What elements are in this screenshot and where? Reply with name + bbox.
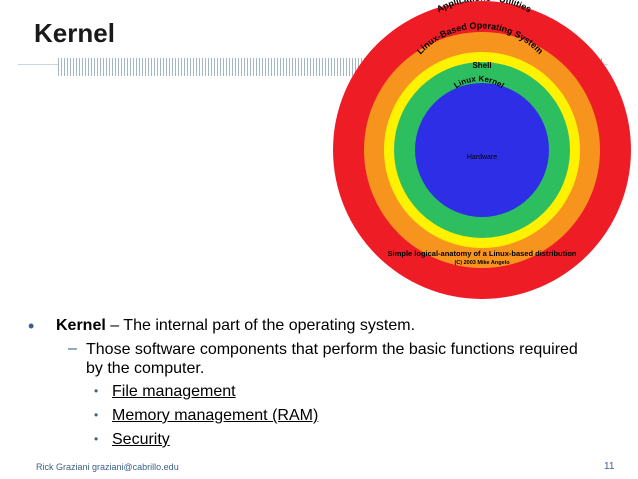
bullet-dot-icon: • bbox=[94, 408, 99, 422]
page-number: 11 bbox=[604, 461, 615, 472]
bullet-kernel-text: Kernel – The internal part of the operat… bbox=[56, 317, 415, 335]
sub-item-label[interactable]: Security bbox=[112, 431, 170, 448]
bullet-software-text: Those software components that perform t… bbox=[86, 341, 578, 377]
bullet-dot-icon: • bbox=[94, 432, 99, 446]
footer-author: Rick Graziani graziani@cabrillo.edu bbox=[36, 462, 179, 472]
bullet-kernel-desc: – The internal part of the operating sys… bbox=[105, 317, 416, 334]
slide-title: Kernel bbox=[34, 18, 115, 48]
sub-item-label[interactable]: File management bbox=[112, 383, 236, 400]
diagram-copyright: (C) 2003 Mike Angelo bbox=[454, 260, 510, 266]
shell-label: Shell bbox=[472, 61, 491, 70]
diagram-caption: Simple logical-anatomy of a Linux-based … bbox=[388, 249, 577, 258]
bullet-dot-icon: • bbox=[28, 316, 35, 336]
bullet-dot-icon: • bbox=[94, 384, 99, 398]
hardware-label: Hardware bbox=[467, 154, 497, 161]
linux-anatomy-diagram: Applications - Utilities Linux-Based Ope… bbox=[333, 0, 631, 299]
dash-icon: – bbox=[68, 340, 77, 357]
sub-item-label[interactable]: Memory management (RAM) bbox=[112, 407, 319, 424]
bullet-kernel-term: Kernel bbox=[56, 317, 106, 334]
hardware-core bbox=[415, 83, 549, 217]
